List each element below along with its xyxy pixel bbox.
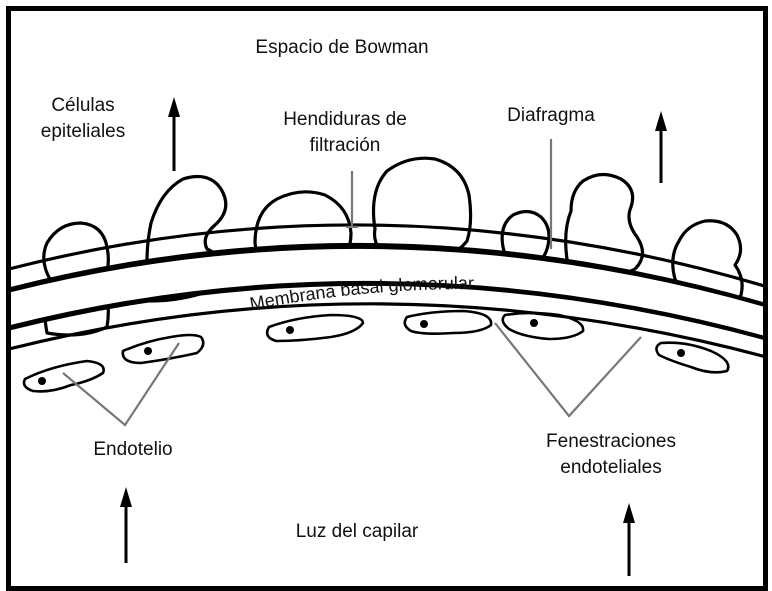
endothelial-nucleus-3 — [286, 326, 294, 334]
arrowhead-right-bottom — [623, 503, 635, 523]
bowman-space-label: Espacio de Bowman — [255, 37, 428, 58]
diaphragm-label: Diafragma — [507, 105, 595, 126]
endothelial-nucleus-1 — [38, 377, 46, 385]
endothelial-nucleus-6 — [677, 349, 685, 357]
fenestrations-label-line1: Fenestraciones — [546, 431, 676, 452]
arrowhead-left-bottom — [120, 487, 132, 507]
epithelial-cells-label-line2: epiteliales — [41, 121, 126, 142]
endothelial-nucleus-4 — [420, 320, 428, 328]
endothelial-cell-2 — [123, 335, 203, 363]
arrowhead-left-top — [168, 97, 180, 117]
endothelial-cell-4 — [405, 311, 491, 334]
filtration-slits-label-line2: filtración — [310, 135, 381, 156]
endothelial-nucleus-5 — [530, 319, 538, 327]
endothelial-cell-1 — [24, 361, 104, 391]
endothelial-nucleus-2 — [144, 347, 152, 355]
capillary-lumen-label: Luz del capilar — [296, 521, 419, 542]
glomerular-filtration-barrier-diagram: Membrana basal glomerular Espacio de Bow… — [11, 11, 763, 586]
filtration-slits-label-line1: Hendiduras de — [283, 109, 407, 130]
arrowhead-right-top — [655, 111, 667, 131]
fenestrations-label-line2: endoteliales — [560, 457, 661, 478]
diagram-frame: Membrana basal glomerular Espacio de Bow… — [6, 6, 768, 591]
epithelial-cells-label-line1: Células — [51, 95, 114, 116]
endothelial-cell-6 — [656, 343, 728, 373]
endothelium-label: Endotelio — [93, 439, 172, 460]
endothelial-cell-3 — [267, 315, 363, 341]
